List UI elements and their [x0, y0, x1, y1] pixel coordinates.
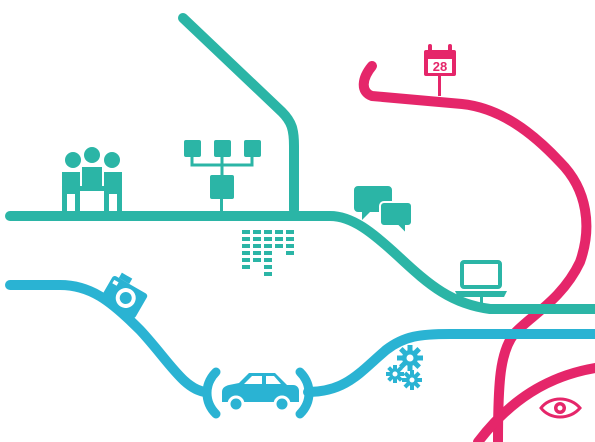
pink-route-line [358, 61, 592, 442]
org-chart-icon [184, 140, 261, 211]
route-lines [5, 13, 595, 442]
gears-icon [386, 345, 423, 390]
calendar-date: 28 [433, 59, 447, 74]
pink-route-branch [473, 363, 595, 442]
teal-route-main [5, 211, 595, 314]
teal-route-line [178, 13, 299, 215]
calendar-icon: 28 [424, 44, 456, 96]
blue-route-line [5, 280, 211, 397]
bar-chart-icon [242, 230, 294, 276]
blue-route-bracket-right [295, 367, 314, 419]
car-icon [222, 373, 299, 413]
chat-bubbles-icon [354, 186, 413, 237]
blue-route-bracket-left [202, 367, 221, 419]
blue-route-right [303, 329, 595, 397]
camera-icon [100, 272, 148, 319]
laptop-icon [455, 260, 507, 307]
people-meeting-icon [62, 147, 122, 212]
eye-icon [539, 397, 582, 419]
